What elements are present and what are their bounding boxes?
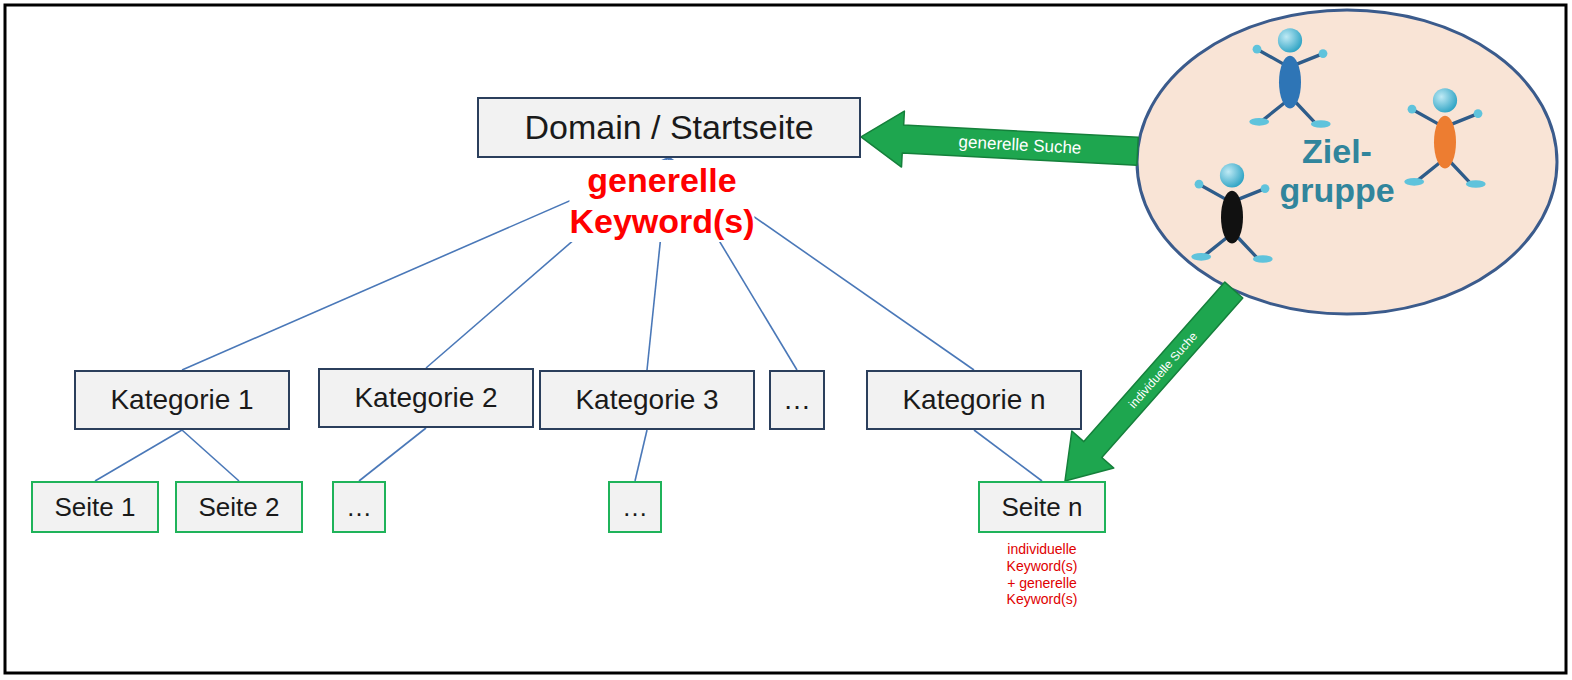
node-text: Kategorie 3 xyxy=(575,384,718,416)
frame-border xyxy=(5,5,1566,673)
node-text: Seite 1 xyxy=(55,492,136,523)
node-text: Kategorie 1 xyxy=(110,384,253,416)
page-box: Seite n xyxy=(978,481,1106,533)
category-box: … xyxy=(769,370,825,430)
keyword-note: generelle Keyword(s) xyxy=(569,160,754,242)
search-arrow xyxy=(861,111,1138,167)
category-box: Kategorie 1 xyxy=(74,370,290,430)
category-box: Kategorie 2 xyxy=(318,368,534,428)
page-box: Seite 2 xyxy=(175,481,303,533)
page-box: Seite 1 xyxy=(31,481,159,533)
node-text: Kategorie n xyxy=(902,384,1045,416)
ellipse-shape xyxy=(1137,10,1557,314)
tree-line xyxy=(95,430,182,481)
keyword-note: individuelle Keyword(s) + generelle Keyw… xyxy=(1007,541,1078,608)
node-text: Seite 2 xyxy=(199,492,280,523)
node-text: … xyxy=(783,384,811,416)
node-text: Domain / Startseite xyxy=(524,108,813,147)
target-group-ellipse: Ziel- gruppe xyxy=(1135,8,1559,316)
category-box: Kategorie 3 xyxy=(539,370,755,430)
node-text: … xyxy=(622,492,648,523)
tree-line xyxy=(182,430,239,481)
category-box: Kategorie n xyxy=(866,370,1082,430)
tree-line xyxy=(635,430,647,481)
node-text: Ziel- gruppe xyxy=(1279,114,1414,210)
page-box: … xyxy=(332,481,386,533)
tree-line xyxy=(974,430,1042,481)
node-text: Kategorie 2 xyxy=(354,382,497,414)
tree-line xyxy=(359,428,426,481)
arrow-label: individuelle Suche xyxy=(1127,330,1200,410)
node-text: Seite n xyxy=(1002,492,1083,523)
home-box: Domain / Startseite xyxy=(477,97,861,158)
search-arrow xyxy=(1065,282,1243,481)
node-text: … xyxy=(346,492,372,523)
page-box: … xyxy=(608,481,662,533)
